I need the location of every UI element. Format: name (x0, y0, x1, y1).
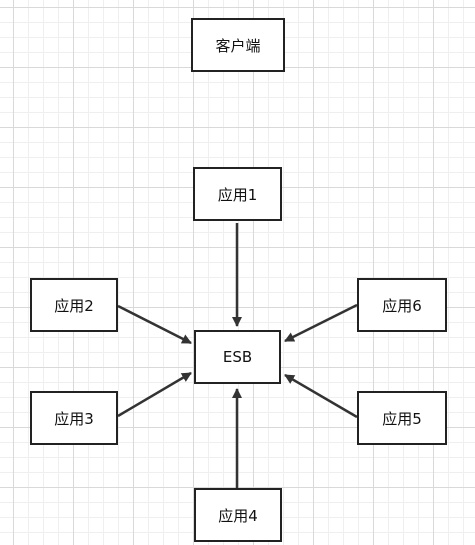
app6-node[interactable]: 应用6 (357, 278, 447, 332)
app1-node-label: 应用1 (217, 185, 258, 204)
client-node-label: 客户端 (215, 36, 261, 55)
arrow-app2-to-esb (117, 304, 192, 345)
esb-node[interactable]: ESB (194, 330, 281, 384)
app2-node[interactable]: 应用2 (30, 278, 118, 332)
app3-node[interactable]: 应用3 (30, 391, 118, 445)
arrow-app3-to-esb (117, 371, 192, 418)
arrow-app6-to-esb (284, 303, 358, 343)
app2-node-label: 应用2 (54, 296, 94, 315)
app5-node[interactable]: 应用5 (357, 391, 447, 445)
app5-node-label: 应用5 (382, 409, 422, 428)
esb-node-label: ESB (222, 348, 253, 366)
app4-node-label: 应用4 (218, 506, 258, 525)
app6-node-label: 应用6 (382, 296, 422, 315)
app4-node[interactable]: 应用4 (194, 488, 282, 542)
client-node[interactable]: 客户端 (191, 18, 285, 72)
app3-node-label: 应用3 (54, 409, 94, 428)
arrow-app5-to-esb (284, 373, 358, 419)
app1-node[interactable]: 应用1 (193, 167, 282, 221)
